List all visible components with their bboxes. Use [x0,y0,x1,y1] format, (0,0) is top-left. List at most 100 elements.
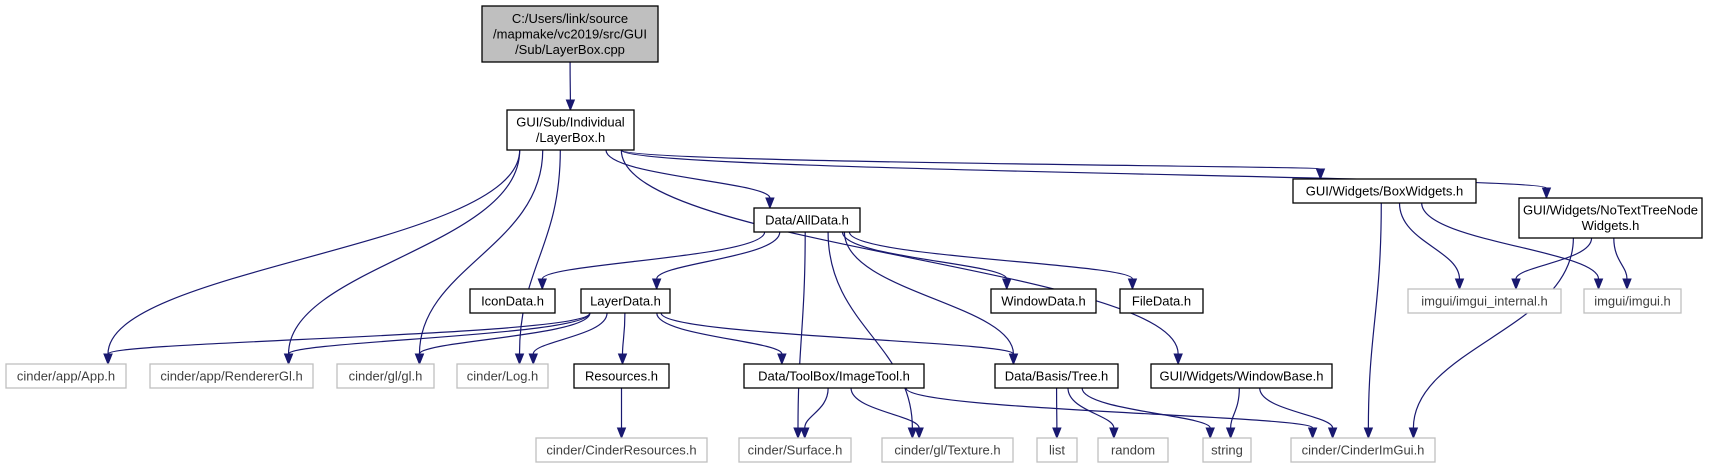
edge-layerbox_h-to-renderergl_h [283,149,521,366]
edge-layerbox_h-to-windowbase_h [620,149,1183,366]
node-layerbox-cpp[interactable]: C:/Users/link/source/mapmake/vc2019/src/… [481,5,659,63]
edge-windowbase_h-to-string [1225,387,1240,440]
node-cinderresources-h: cinder/CinderResources.h [535,437,708,463]
edge-layerdata_h-to-app_h [103,312,591,366]
edge-line [1412,237,1574,429]
node-log-h: cinder/Log.h [456,363,549,389]
edge-alldata_h-to-layerdata_h [651,231,781,291]
node-windowbase-h[interactable]: GUI/Widgets/WindowBase.h [1150,363,1333,389]
node-label: cinder/app/RendererGl.h [160,368,302,383]
edge-arrowhead [1307,427,1318,440]
node-filedata-h[interactable]: FileData.h [1119,288,1204,314]
node-windowdata-h[interactable]: WindowData.h [990,288,1097,314]
edge-arrowhead [565,99,576,112]
node-resources-h[interactable]: Resources.h [573,363,670,389]
edge-line [1398,202,1461,280]
node-box [149,363,314,389]
edge-arrowhead [1363,427,1374,440]
node-imagetool-h[interactable]: Data/ToolBox/ImageTool.h [743,363,925,389]
edge-arrowhead [651,278,662,291]
edge-resources_h-to-cinderresources_h [616,387,627,440]
node-label: Data/Basis/Tree.h [1005,368,1109,383]
node-box [1119,288,1204,314]
edge-boxwidgets_h-to-imgui_internal_h [1398,202,1465,291]
node-box [738,437,852,463]
edge-layerdata_h-to-log_h [528,312,608,366]
node-box [469,288,556,314]
edge-line [1367,202,1382,429]
node-random: random [1097,437,1169,463]
node-label: list [1049,442,1065,457]
node-tree-h[interactable]: Data/Basis/Tree.h [994,363,1119,389]
edge-arrowhead [1454,278,1465,291]
edge-boxwidgets_h-to-cinderimgui_h [1363,202,1382,440]
edge-line [1230,387,1240,429]
edge-line [541,231,766,280]
edge-arrowhead [103,353,113,366]
edge-line [843,231,1015,355]
edge-alldata_h-to-texture_h [827,231,918,440]
node-layerdata-h[interactable]: LayerData.h [580,288,671,314]
node-gl-h: cinder/gl/gl.h [336,363,435,389]
edge-arrowhead [528,353,538,366]
node-box [456,363,549,389]
edge-arrowhead [1327,427,1338,440]
node-box [753,207,861,233]
edge-tree_h-to-list [1052,387,1062,440]
node-label: GUI/Sub/Individual [516,115,625,130]
node-box [990,288,1097,314]
edge-notexttree_h-to-cinderimgui_h [1408,237,1574,440]
edge-notexttree_h-to-imgui_h [1613,237,1632,291]
edge-alldata_h-to-windowdata_h [841,231,1012,291]
node-alldata-h[interactable]: Data/AllData.h [753,207,861,233]
node-label: C:/Users/link/source [512,11,628,26]
edge-arrowhead [1052,427,1062,440]
edge-line [1259,387,1334,429]
edge-arrowhead [1205,427,1215,440]
node-box [1097,437,1169,463]
edge-notexttree_h-to-imgui_internal_h [1511,237,1593,291]
node-label: string [1211,442,1243,457]
node-box [1036,437,1078,463]
edge-layerbox_h-to-alldata_h [605,149,775,210]
node-boxwidgets-h[interactable]: GUI/Widgets/BoxWidgets.h [1292,178,1477,204]
node-label: random [1111,442,1155,457]
edge-arrowhead [777,353,787,366]
edge-alldata_h-to-icondata_h [537,231,766,291]
node-label: imgui/imgui.h [1594,293,1671,308]
node-label: cinder/CinderResources.h [546,442,696,457]
node-list: list [1036,437,1078,463]
edge-layer [103,61,1632,440]
node-label: Data/AllData.h [765,212,849,227]
edge-arrowhead [617,353,628,366]
node-box [881,437,1014,463]
edge-arrowhead [537,278,547,291]
edge-line [1515,237,1593,280]
node-label: Resources.h [585,368,658,383]
node-icondata-h[interactable]: IconData.h [469,288,556,314]
edge-tree_h-to-string [1081,387,1215,440]
edge-arrowhead [1511,278,1521,291]
node-layerbox-h[interactable]: GUI/Sub/Individual/LayerBox.h [506,109,635,151]
node-box [994,363,1119,389]
node-box [5,363,127,389]
edge-line [827,231,913,429]
edge-line [418,149,544,355]
node-label: /LayerBox.h [536,130,605,145]
edge-layerbox_h-to-log_h [514,149,561,366]
node-box [1290,437,1436,463]
node-imgui-h: imgui/imgui.h [1583,288,1682,314]
edge-arrowhead [800,427,810,440]
node-box [535,437,708,463]
node-box [481,5,659,63]
node-box [1202,437,1252,463]
edge-line [848,231,1134,280]
edge-line [656,312,783,355]
node-label: Data/ToolBox/ImageTool.h [758,368,910,383]
node-app-h: cinder/app/App.h [5,363,127,389]
edge-layerbox_cpp-to-layerbox_h [565,61,576,112]
edge-arrowhead [793,427,803,440]
node-label: cinder/CinderImGui.h [1302,442,1425,457]
